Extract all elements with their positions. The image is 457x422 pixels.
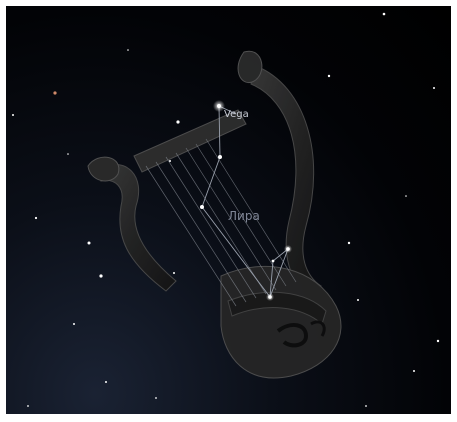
lyre-artwork: [87, 50, 342, 379]
constellation-label-lyra[interactable]: Лира: [228, 209, 260, 223]
sky-canvas: [12, 12, 440, 407]
star-epsilon: [218, 155, 222, 159]
sky-view[interactable]: Vega Лира: [6, 6, 451, 414]
star-delta: [271, 259, 275, 263]
star-label-vega[interactable]: Vega: [224, 109, 249, 120]
star-zeta: [200, 205, 204, 209]
background-stars: [12, 12, 440, 407]
star-near-crossbar: [176, 120, 180, 124]
constellation-stars: [176, 100, 292, 301]
